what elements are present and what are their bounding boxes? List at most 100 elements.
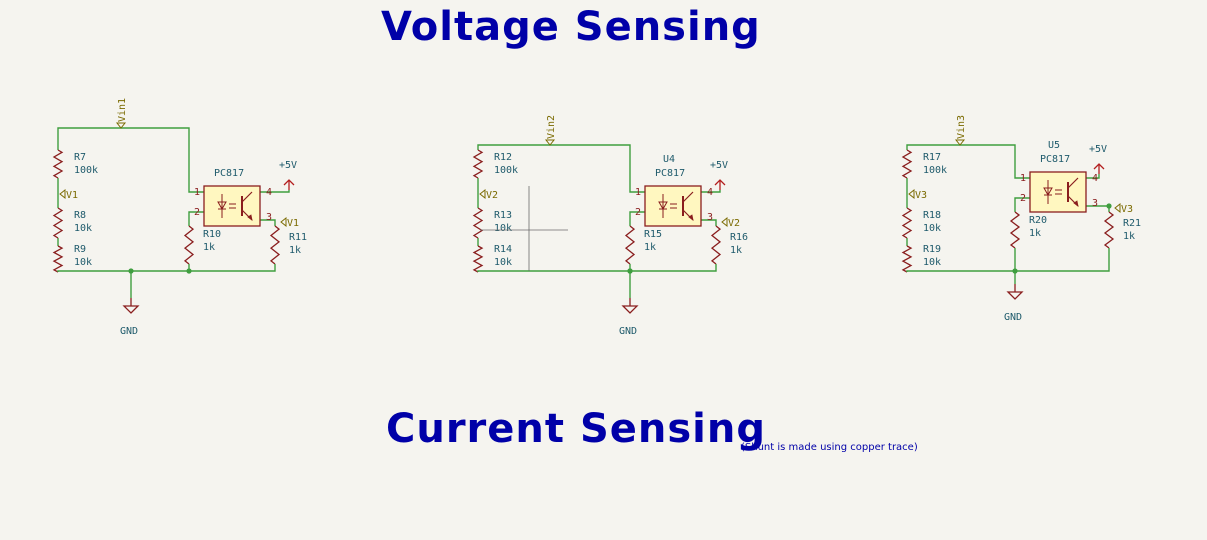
net-label-flag bbox=[280, 216, 287, 228]
net-label-flag bbox=[1114, 202, 1121, 214]
sensing-circuit-2: R12100kR1310kR1410kV2Vin2R151kR161kV2+5V… bbox=[472, 115, 748, 337]
gnd-label: GND bbox=[120, 326, 138, 337]
wire bbox=[188, 211, 204, 226]
resistor-ref: R14 bbox=[494, 244, 512, 255]
resistor-symbol bbox=[1103, 211, 1115, 249]
ic-part: PC817 bbox=[214, 168, 244, 179]
gnd-symbol bbox=[621, 305, 639, 314]
pin-number: 1 bbox=[194, 187, 200, 198]
pin-number: 1 bbox=[1020, 173, 1026, 184]
net-label: V3 bbox=[915, 190, 927, 201]
power-arrow bbox=[1093, 163, 1105, 170]
resistor-ref: R17 bbox=[923, 152, 941, 163]
resistor-ref: R7 bbox=[74, 152, 86, 163]
power-label: +5V bbox=[1089, 144, 1107, 155]
pin-number: 4 bbox=[707, 187, 713, 198]
net-label: V2 bbox=[486, 190, 498, 201]
net-label-flag bbox=[115, 122, 127, 129]
current-sensing-title: Current Sensing bbox=[386, 406, 766, 452]
resistor-symbol bbox=[269, 225, 281, 265]
wire bbox=[477, 264, 717, 272]
net-label-flag bbox=[544, 139, 556, 146]
resistor-symbol bbox=[52, 245, 64, 273]
wire bbox=[629, 211, 645, 226]
gnd-symbol bbox=[122, 305, 140, 314]
pin-number: 1 bbox=[635, 187, 641, 198]
resistor-symbol bbox=[472, 149, 484, 179]
wire bbox=[477, 144, 645, 193]
resistor-ref: R8 bbox=[74, 210, 86, 221]
pin-number: 2 bbox=[194, 207, 200, 218]
resistor-symbol bbox=[901, 245, 913, 273]
sensing-circuit-1: R7100kR810kR910kV1Vin1R101kR111kV1+5VGND… bbox=[52, 98, 307, 337]
resistor-symbol bbox=[183, 225, 195, 265]
gnd-symbol bbox=[1006, 291, 1024, 300]
wire bbox=[260, 219, 276, 226]
resistor-value: 100k bbox=[494, 165, 518, 176]
net-label: V2 bbox=[728, 218, 740, 229]
resistor-ref: R15 bbox=[644, 229, 662, 240]
resistor-value: 100k bbox=[74, 165, 98, 176]
pin-number: 3 bbox=[1092, 198, 1098, 209]
wire bbox=[701, 219, 717, 226]
resistor-ref: R19 bbox=[923, 244, 941, 255]
resistor-symbol bbox=[472, 207, 484, 239]
resistor-value: 1k bbox=[289, 245, 301, 256]
wire bbox=[906, 144, 1030, 179]
net-label: V3 bbox=[1121, 204, 1133, 215]
wire bbox=[260, 190, 290, 193]
resistor-symbol bbox=[52, 207, 64, 239]
emitter-arrow bbox=[247, 214, 253, 221]
pin-number: 3 bbox=[707, 212, 713, 223]
wire bbox=[57, 127, 204, 193]
resistor-value: 10k bbox=[74, 223, 92, 234]
net-label-flag bbox=[479, 188, 486, 200]
light-arrows bbox=[1055, 189, 1062, 195]
resistor-value: 1k bbox=[644, 242, 656, 253]
resistor-value: 10k bbox=[74, 257, 92, 268]
resistor-value: 100k bbox=[923, 165, 947, 176]
ic-part: PC817 bbox=[655, 168, 685, 179]
resistor-ref: R11 bbox=[289, 232, 307, 243]
resistor-symbol bbox=[52, 149, 64, 179]
net-label: V1 bbox=[66, 190, 78, 201]
resistor-symbol bbox=[1009, 211, 1021, 249]
net-label: V1 bbox=[287, 218, 299, 229]
pin-number: 2 bbox=[1020, 193, 1026, 204]
voltage-sensing-title: Voltage Sensing bbox=[381, 4, 761, 50]
resistor-value: 10k bbox=[494, 257, 512, 268]
resistor-value: 1k bbox=[730, 245, 742, 256]
wire bbox=[1014, 197, 1030, 212]
ic-part: PC817 bbox=[1040, 154, 1070, 165]
resistor-ref: R13 bbox=[494, 210, 512, 221]
resistor-symbol bbox=[624, 225, 636, 265]
crosshair-cursor bbox=[480, 186, 568, 271]
power-arrow bbox=[714, 179, 726, 186]
net-label-flag bbox=[954, 139, 966, 146]
pin-number: 4 bbox=[1092, 173, 1098, 184]
junction-dot bbox=[1106, 203, 1112, 209]
resistor-value: 1k bbox=[1123, 231, 1135, 242]
wire bbox=[701, 190, 721, 193]
light-arrows bbox=[670, 203, 677, 209]
gnd-label: GND bbox=[619, 326, 637, 337]
net-label-flag bbox=[721, 216, 728, 228]
pin-number: 3 bbox=[266, 212, 272, 223]
resistor-ref: R18 bbox=[923, 210, 941, 221]
resistor-ref: R12 bbox=[494, 152, 512, 163]
emitter-arrow bbox=[688, 214, 694, 221]
resistor-value: 10k bbox=[494, 223, 512, 234]
resistor-symbol bbox=[901, 149, 913, 179]
net-label-flag bbox=[59, 188, 66, 200]
junction-dot bbox=[1012, 268, 1018, 274]
resistor-ref: R9 bbox=[74, 244, 86, 255]
resistor-value: 1k bbox=[203, 242, 215, 253]
power-label: +5V bbox=[710, 160, 728, 171]
resistor-ref: R21 bbox=[1123, 218, 1141, 229]
power-arrow bbox=[283, 179, 295, 186]
wire bbox=[1086, 174, 1100, 179]
net-label-vertical: Vin1 bbox=[117, 98, 128, 122]
emitter-arrow bbox=[1073, 200, 1079, 207]
resistor-symbol bbox=[472, 245, 484, 273]
